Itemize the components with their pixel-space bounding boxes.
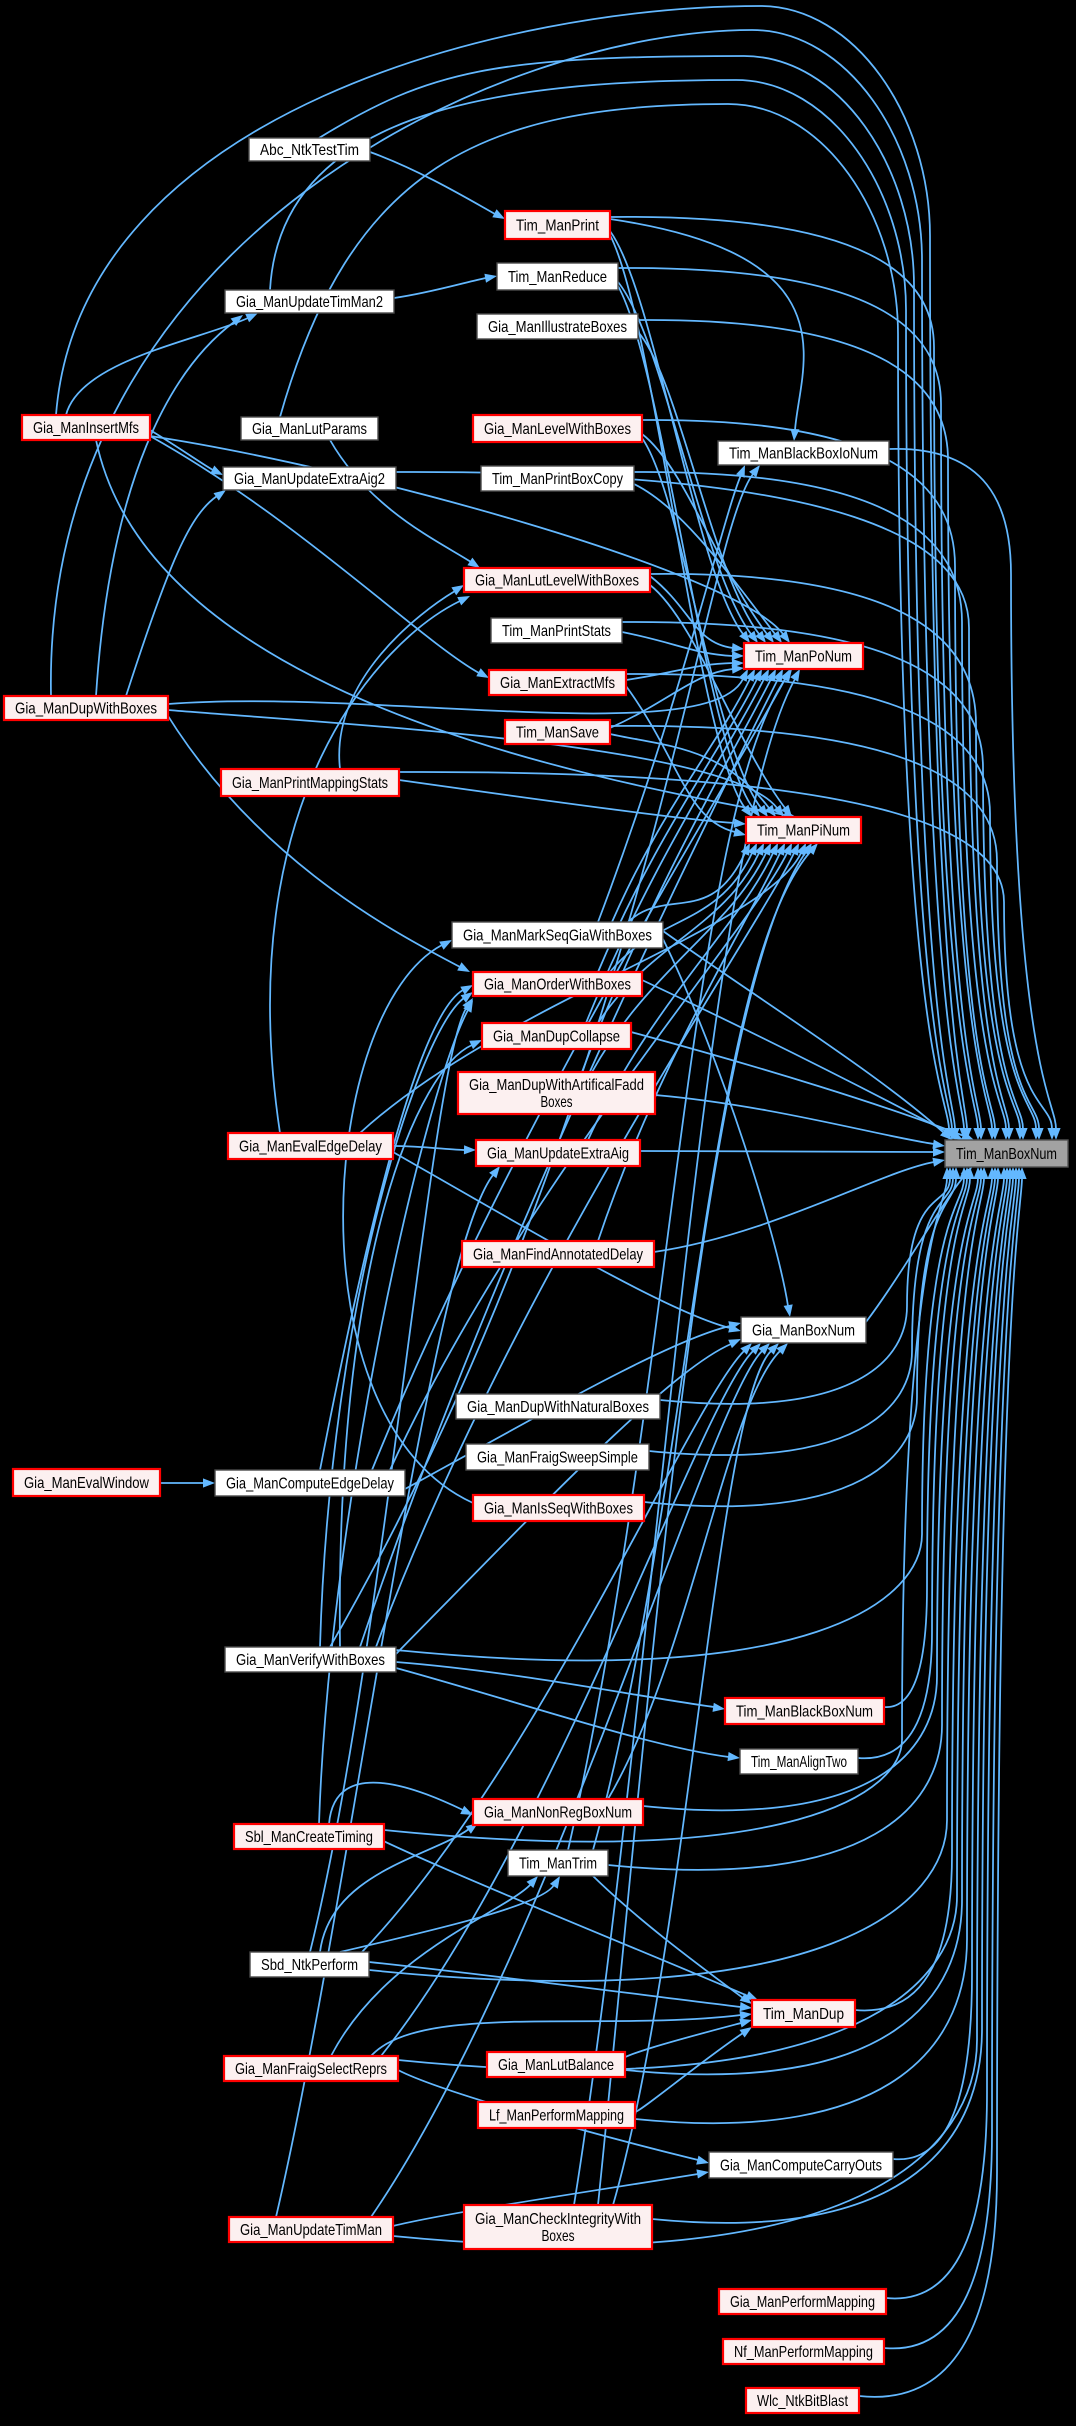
svg-text:Tim_ManPrintStats: Tim_ManPrintStats xyxy=(502,623,611,640)
svg-text:Gia_ManIllustrateBoxes: Gia_ManIllustrateBoxes xyxy=(488,319,627,336)
svg-text:Gia_ManLutBalance: Gia_ManLutBalance xyxy=(498,2057,614,2074)
svg-text:Tim_ManAlignTwo: Tim_ManAlignTwo xyxy=(751,1754,847,1771)
svg-text:Lf_ManPerformMapping: Lf_ManPerformMapping xyxy=(489,2108,624,2125)
svg-text:Tim_ManSave: Tim_ManSave xyxy=(516,725,599,742)
svg-text:Wlc_NtkBitBlast: Wlc_NtkBitBlast xyxy=(757,2393,848,2410)
svg-text:Gia_ManPerformMapping: Gia_ManPerformMapping xyxy=(730,2294,875,2311)
svg-text:Gia_ManBoxNum: Gia_ManBoxNum xyxy=(752,1323,855,1340)
svg-text:Gia_ManUpdateExtraAig2: Gia_ManUpdateExtraAig2 xyxy=(234,471,385,488)
svg-text:Gia_ManFraigSweepSimple: Gia_ManFraigSweepSimple xyxy=(477,1450,638,1467)
svg-text:Gia_ManDupWithBoxes: Gia_ManDupWithBoxes xyxy=(15,701,157,718)
svg-text:Gia_ManVerifyWithBoxes: Gia_ManVerifyWithBoxes xyxy=(236,1652,385,1669)
svg-text:Sbd_NtkPerform: Sbd_NtkPerform xyxy=(261,1957,358,1974)
svg-text:Sbl_ManCreateTiming: Sbl_ManCreateTiming xyxy=(245,1829,373,1846)
svg-text:Gia_ManFindAnnotatedDelay: Gia_ManFindAnnotatedDelay xyxy=(473,1247,643,1264)
svg-text:Gia_ManComputeCarryOuts: Gia_ManComputeCarryOuts xyxy=(720,2158,882,2175)
svg-text:Tim_ManReduce: Tim_ManReduce xyxy=(508,269,607,286)
svg-text:Tim_ManTrim: Tim_ManTrim xyxy=(519,1856,597,1873)
svg-text:Gia_ManEvalEdgeDelay: Gia_ManEvalEdgeDelay xyxy=(239,1139,382,1156)
svg-text:Gia_ManDupWithArtificalFadd: Gia_ManDupWithArtificalFadd xyxy=(469,1077,644,1094)
svg-text:Gia_ManDupCollapse: Gia_ManDupCollapse xyxy=(493,1029,620,1046)
svg-text:Gia_ManIsSeqWithBoxes: Gia_ManIsSeqWithBoxes xyxy=(484,1501,633,1518)
svg-text:Gia_ManFraigSelectReprs: Gia_ManFraigSelectReprs xyxy=(235,2061,387,2078)
svg-text:Gia_ManUpdateTimMan2: Gia_ManUpdateTimMan2 xyxy=(236,294,383,311)
svg-text:Tim_ManPoNum: Tim_ManPoNum xyxy=(755,649,852,666)
svg-text:Gia_ManExtractMfs: Gia_ManExtractMfs xyxy=(500,675,615,692)
svg-text:Gia_ManUpdateTimMan: Gia_ManUpdateTimMan xyxy=(240,2222,382,2239)
svg-text:Gia_ManLutLevelWithBoxes: Gia_ManLutLevelWithBoxes xyxy=(475,573,639,590)
svg-text:Tim_ManBlackBoxNum: Tim_ManBlackBoxNum xyxy=(736,1704,873,1721)
svg-text:Gia_ManPrintMappingStats: Gia_ManPrintMappingStats xyxy=(232,775,388,792)
svg-text:Tim_ManPrintBoxCopy: Tim_ManPrintBoxCopy xyxy=(492,471,623,488)
svg-text:Gia_ManUpdateExtraAig: Gia_ManUpdateExtraAig xyxy=(487,1146,629,1163)
svg-text:Gia_ManLutParams: Gia_ManLutParams xyxy=(252,421,367,438)
svg-text:Tim_ManPiNum: Tim_ManPiNum xyxy=(757,823,850,840)
svg-text:Boxes: Boxes xyxy=(542,2228,575,2245)
svg-text:Tim_ManBlackBoxIoNum: Tim_ManBlackBoxIoNum xyxy=(729,446,878,463)
svg-text:Gia_ManMarkSeqGiaWithBoxes: Gia_ManMarkSeqGiaWithBoxes xyxy=(463,928,652,945)
svg-text:Tim_ManPrint: Tim_ManPrint xyxy=(516,218,599,235)
svg-text:Gia_ManEvalWindow: Gia_ManEvalWindow xyxy=(24,1475,149,1492)
svg-text:Tim_ManBoxNum: Tim_ManBoxNum xyxy=(956,1146,1057,1163)
svg-text:Tim_ManDup: Tim_ManDup xyxy=(763,2006,844,2023)
svg-text:Nf_ManPerformMapping: Nf_ManPerformMapping xyxy=(734,2344,873,2361)
svg-text:Gia_ManLevelWithBoxes: Gia_ManLevelWithBoxes xyxy=(484,421,631,438)
svg-text:Gia_ManComputeEdgeDelay: Gia_ManComputeEdgeDelay xyxy=(226,1476,394,1493)
svg-text:Gia_ManCheckIntegrityWith: Gia_ManCheckIntegrityWith xyxy=(475,2211,641,2228)
svg-text:Gia_ManDupWithNaturalBoxes: Gia_ManDupWithNaturalBoxes xyxy=(467,1399,649,1416)
svg-text:Gia_ManInsertMfs: Gia_ManInsertMfs xyxy=(33,420,139,437)
svg-text:Gia_ManOrderWithBoxes: Gia_ManOrderWithBoxes xyxy=(484,977,631,994)
svg-text:Abc_NtkTestTim: Abc_NtkTestTim xyxy=(260,142,359,159)
svg-text:Gia_ManNonRegBoxNum: Gia_ManNonRegBoxNum xyxy=(484,1805,632,1822)
svg-text:Boxes: Boxes xyxy=(541,1094,573,1111)
